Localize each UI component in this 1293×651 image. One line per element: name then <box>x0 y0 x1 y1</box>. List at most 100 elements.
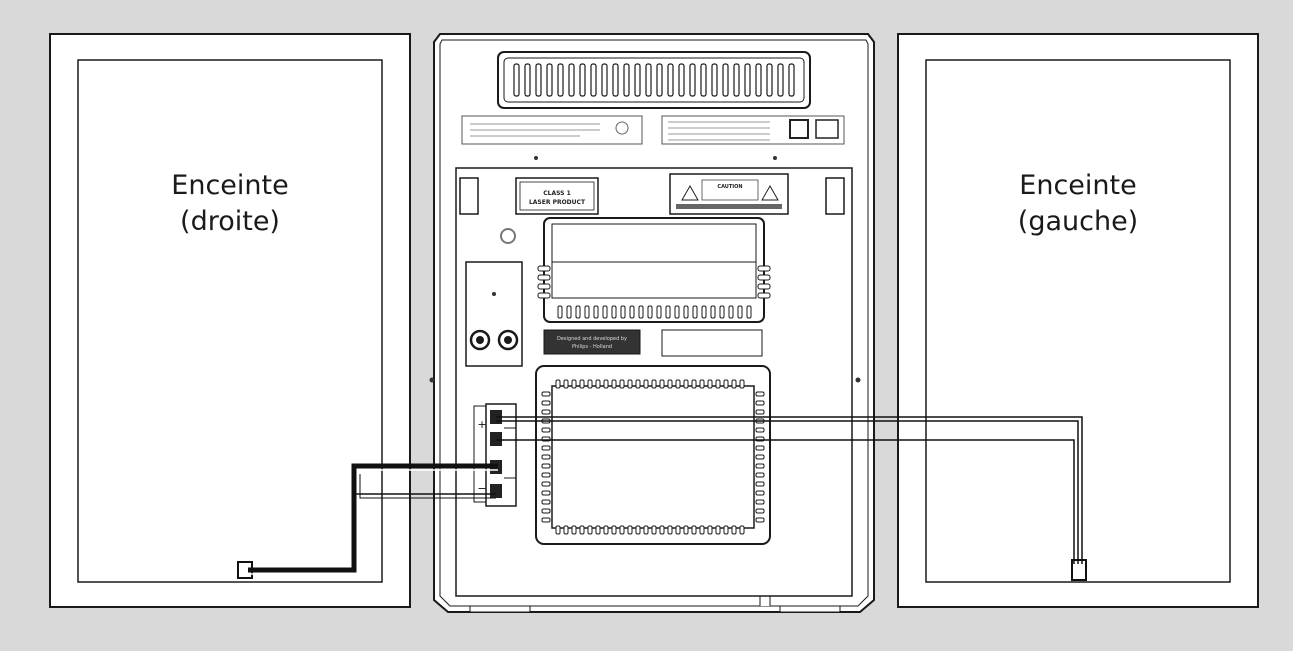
design-label-line2: Philips - Holland <box>572 344 612 350</box>
power-block-rib <box>739 379 745 389</box>
cd-tooth <box>537 292 551 299</box>
laser-label-line2: LASER PRODUCT <box>529 199 586 206</box>
power-block-rib <box>755 400 765 406</box>
speaker-right <box>49 33 411 608</box>
power-block-rib <box>715 525 721 535</box>
cd-tooth <box>557 305 563 319</box>
speaker-terminal-block: + − <box>473 403 517 507</box>
power-block-rib <box>627 379 633 389</box>
vent-slot <box>634 63 641 97</box>
cd-tooth <box>757 283 771 290</box>
power-block-rib <box>541 463 551 469</box>
speaker-left-label: Enceinte (gauche) <box>998 168 1158 240</box>
power-block-rib <box>699 379 705 389</box>
power-block-rib <box>579 525 585 535</box>
vent-slot <box>667 63 674 97</box>
rating-label-2 <box>661 115 845 145</box>
power-block-rib <box>651 525 657 535</box>
cd-tooth <box>737 305 743 319</box>
vent-grille <box>497 51 811 109</box>
terminal-socket-2 <box>490 432 502 446</box>
power-block-rib <box>667 525 673 535</box>
power-block-rib <box>723 379 729 389</box>
power-block-rib <box>715 379 721 389</box>
power-block-rib <box>611 525 617 535</box>
vent-slot <box>744 63 751 97</box>
cd-tooth <box>638 305 644 319</box>
cd-tooth <box>537 265 551 272</box>
power-block-rib <box>541 472 551 478</box>
vent-slot <box>711 63 718 97</box>
vent-slot <box>601 63 608 97</box>
vent-slot <box>546 63 553 97</box>
cd-tooth <box>602 305 608 319</box>
cd-tooth <box>757 292 771 299</box>
power-block-rib <box>541 481 551 487</box>
power-block-rib <box>603 525 609 535</box>
power-block-rib <box>755 454 765 460</box>
vent-slot <box>535 63 542 97</box>
cd-tooth <box>647 305 653 319</box>
speaker-left-label-line2: (gauche) <box>1017 206 1139 237</box>
power-block-rib <box>563 525 569 535</box>
power-block-rib <box>595 525 601 535</box>
vent-slot <box>579 63 586 97</box>
vent-slot <box>755 63 762 97</box>
cd-tooth <box>537 283 551 290</box>
power-block-rib <box>587 379 593 389</box>
power-block-rib <box>755 472 765 478</box>
power-block-rib <box>707 379 713 389</box>
power-block-rib <box>571 525 577 535</box>
vent-slot <box>557 63 564 97</box>
power-block-rib <box>755 409 765 415</box>
power-block <box>535 365 771 545</box>
ground-icon <box>500 228 516 244</box>
cd-tooth <box>584 305 590 319</box>
cd-tooth <box>575 305 581 319</box>
power-block-rib <box>755 427 765 433</box>
power-block-rib <box>675 525 681 535</box>
vent-slot <box>678 63 685 97</box>
vent-slot <box>568 63 575 97</box>
power-block-rib <box>555 525 561 535</box>
power-block-rib <box>555 379 561 389</box>
power-block-rib <box>541 517 551 523</box>
power-block-rib <box>755 508 765 514</box>
cd-tooth <box>674 305 680 319</box>
speaker-right-label-line2: (droite) <box>180 206 280 237</box>
power-block-rib <box>595 379 601 389</box>
cd-tooth <box>537 274 551 281</box>
power-block-rib <box>619 379 625 389</box>
power-block-rib <box>755 499 765 505</box>
vent-slot <box>766 63 773 97</box>
vent-slot <box>722 63 729 97</box>
cd-mechanism <box>537 217 771 323</box>
power-block-rib <box>541 499 551 505</box>
power-block-rib <box>579 379 585 389</box>
power-block-rib <box>707 525 713 535</box>
cd-tooth <box>593 305 599 319</box>
power-block-rib <box>667 379 673 389</box>
power-block-rib <box>651 379 657 389</box>
power-block-rib <box>723 525 729 535</box>
power-block-rib <box>635 379 641 389</box>
cd-tooth <box>656 305 662 319</box>
power-block-rib <box>659 525 665 535</box>
vent-slot <box>612 63 619 97</box>
cd-tooth <box>710 305 716 319</box>
power-block-rib <box>739 525 745 535</box>
cd-tooth <box>620 305 626 319</box>
power-block-rib <box>603 379 609 389</box>
vent-slot <box>700 63 707 97</box>
power-block-rib <box>691 525 697 535</box>
cd-tooth <box>692 305 698 319</box>
power-block-rib <box>541 427 551 433</box>
vent-slot <box>623 63 630 97</box>
vent-slot <box>524 63 531 97</box>
vent-slot <box>689 63 696 97</box>
power-block-rib <box>587 525 593 535</box>
power-block-rib <box>611 379 617 389</box>
cd-tooth <box>701 305 707 319</box>
power-block-rib <box>755 391 765 397</box>
